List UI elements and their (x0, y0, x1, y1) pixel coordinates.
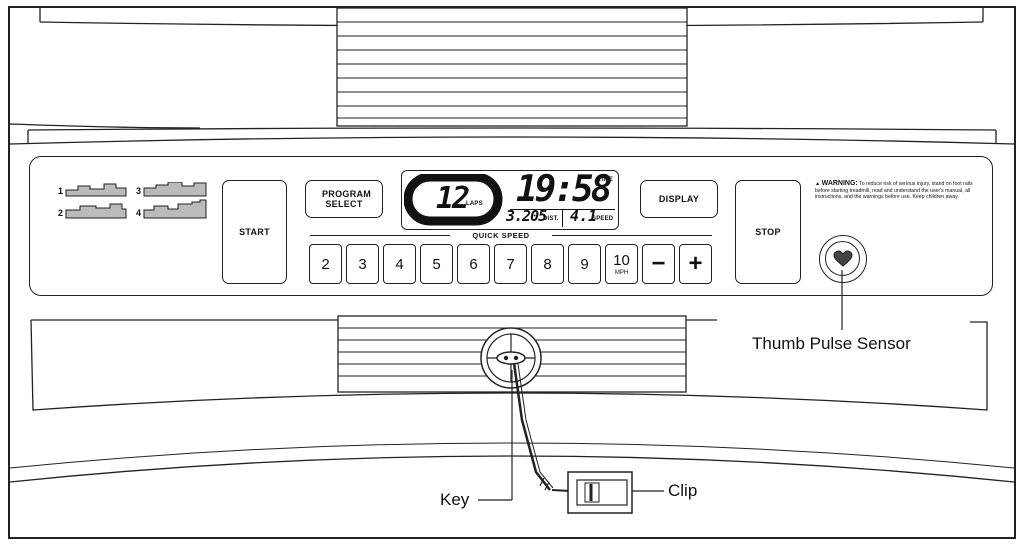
heart-icon (832, 249, 853, 267)
speed-key-9-label: 9 (580, 255, 589, 273)
speed-key-8[interactable]: 8 (531, 244, 564, 284)
program-profiles-icon (65, 182, 207, 219)
warning-text: To reduce risk of serious injury, stand … (815, 181, 973, 200)
speed-value: 4.1 (570, 207, 598, 225)
time-value: 19:58 (516, 169, 612, 210)
speed-key-6[interactable]: 6 (457, 244, 490, 284)
stop-label: STOP (755, 227, 781, 237)
safety-key[interactable] (480, 327, 542, 389)
lcd-divider-vertical (562, 209, 563, 227)
speed-key-4[interactable]: 4 (383, 244, 416, 284)
speed-key-4-label: 4 (395, 255, 404, 273)
laps-track-icon (404, 174, 503, 226)
speed-increase-button[interactable]: + (679, 244, 712, 284)
console-panel (29, 156, 993, 296)
sensor-ring (825, 241, 860, 276)
display-label: DISPLAY (658, 194, 700, 204)
program-2-number: 2 (58, 208, 64, 218)
speed-label: SPEED (592, 216, 614, 222)
time-label: TIME (598, 177, 614, 183)
clip[interactable] (567, 471, 633, 514)
distance-label: DIST. (543, 216, 559, 222)
speed-key-10[interactable]: 10 MPH (605, 244, 638, 284)
laps-label: LAPS (466, 201, 483, 207)
warning-title: WARNING: (821, 180, 858, 187)
program-4-number: 4 (136, 208, 142, 218)
diagram-frame (8, 6, 1016, 539)
program-select-button[interactable]: PROGRAM SELECT (305, 180, 383, 218)
distance-value: 3.205 (506, 207, 547, 225)
program-select-label: PROGRAM SELECT (322, 189, 372, 209)
thumb-pulse-sensor[interactable] (819, 235, 867, 283)
speed-unit-label: MPH (614, 270, 629, 276)
speed-key-3-label: 3 (358, 255, 367, 273)
speed-key-6-label: 6 (469, 255, 478, 273)
speed-key-8-label: 8 (543, 255, 552, 273)
lcd-display: 12 LAPS 19:58 TIME 3.205 DIST. 4.1 SPEED (401, 169, 619, 230)
quick-speed-label: QUICK SPEED (450, 231, 552, 240)
plus-icon: + (688, 250, 703, 277)
minus-icon: − (651, 250, 666, 277)
speed-key-5[interactable]: 5 (420, 244, 453, 284)
speed-key-7[interactable]: 7 (494, 244, 527, 284)
speed-key-5-label: 5 (432, 255, 441, 273)
key-callout: Key (440, 490, 470, 509)
stop-button[interactable]: STOP (735, 180, 801, 284)
laps-value: 12 (436, 181, 470, 216)
top-grille (336, 7, 688, 127)
display-button[interactable]: DISPLAY (640, 180, 718, 218)
program-3-number: 3 (136, 186, 142, 196)
speed-key-2[interactable]: 2 (309, 244, 342, 284)
start-button[interactable]: START (222, 180, 287, 284)
warning-notice: ▲ WARNING: To reduce risk of serious inj… (815, 180, 983, 201)
speed-key-9[interactable]: 9 (568, 244, 601, 284)
speed-key-10-label: 10 (613, 252, 630, 269)
speed-key-3[interactable]: 3 (346, 244, 379, 284)
start-label: START (239, 227, 270, 237)
speed-decrease-button[interactable]: − (642, 244, 675, 284)
speed-key-7-label: 7 (506, 255, 515, 273)
warning-icon: ▲ (815, 181, 821, 187)
speed-key-2-label: 2 (321, 255, 330, 273)
thumb-pulse-sensor-callout: Thumb Pulse Sensor (752, 334, 911, 353)
clip-callout: Clip (668, 481, 698, 500)
program-1-number: 1 (58, 186, 64, 196)
